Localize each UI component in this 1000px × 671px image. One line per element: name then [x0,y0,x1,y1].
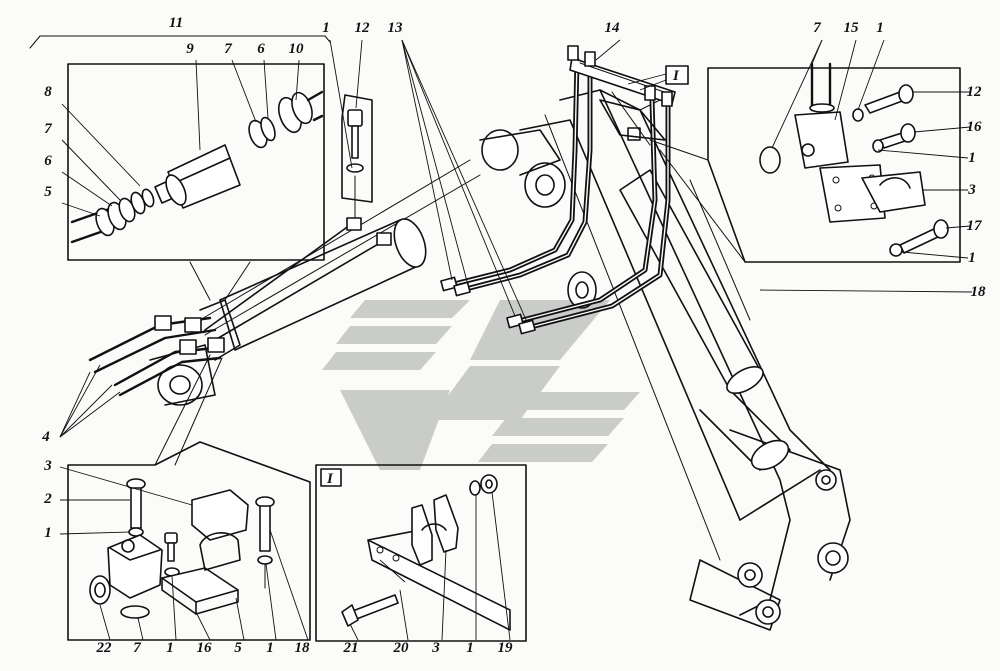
manifold-bar: I [567,45,689,146]
inset-bottom-left [59,354,311,641]
callout-c10: 10 [289,41,305,57]
callout-c15: 15 [844,20,860,36]
section-marker-inset: I [326,471,334,487]
leaders-13 [401,39,621,323]
callout-c12-b: 12 [967,84,983,100]
callout-c1-g: 1 [266,640,274,656]
callout-c8: 8 [44,84,52,100]
callout-c7-a: 7 [224,41,232,57]
callout-c6-b: 6 [44,153,52,169]
callout-c21: 21 [343,640,359,656]
main-boom [479,89,851,631]
inset-bottom-middle: I [315,464,527,642]
inset-top-right [649,39,973,293]
callout-c1-f: 1 [166,640,174,656]
hydraulic-hoses [88,57,671,397]
callout-c5-b: 5 [234,640,242,656]
callout-c17: 17 [967,218,983,234]
callout-c1-c: 1 [968,150,976,166]
boom-cylinder [619,169,791,471]
callout-c3-c: 3 [431,640,440,656]
callout-c13: 13 [388,20,404,36]
callout-c1-a: 1 [322,20,330,36]
callout-c1-d: 1 [968,250,976,266]
callout-c11-top: 11 [169,15,183,31]
callout-c18-a: 18 [971,284,987,300]
callout-c7-b: 7 [813,20,821,36]
callout-c5-a: 5 [44,184,52,200]
callout-c3-a: 3 [967,182,976,198]
callout-c9: 9 [186,41,194,57]
watermark-logo [322,300,640,470]
callout-c22: 22 [96,640,113,656]
callout-c16-b: 16 [197,640,213,656]
callout-c1-b: 1 [876,20,884,36]
callout-c3-b: 3 [43,458,52,474]
callout-c1-h: 1 [466,640,474,656]
callout-c2: 2 [43,491,52,507]
callout-c1-e: 1 [44,525,52,541]
stick-cylinder [149,159,481,406]
callout-c12-a: 12 [355,20,371,36]
callout-c18-b: 18 [295,640,311,656]
section-marker-top: I [672,68,680,84]
inset-top-left [29,35,331,301]
callout-c20: 20 [393,640,410,656]
callout-c19: 19 [498,640,514,656]
callout-c14: 14 [605,20,621,36]
callout-c4: 4 [41,429,50,445]
callout-c7-c: 7 [44,121,52,137]
callout-c7-d: 7 [133,640,141,656]
callout-c16-a: 16 [967,119,983,135]
callout-c6-a: 6 [257,41,265,57]
bolt-inset-top [329,39,373,219]
